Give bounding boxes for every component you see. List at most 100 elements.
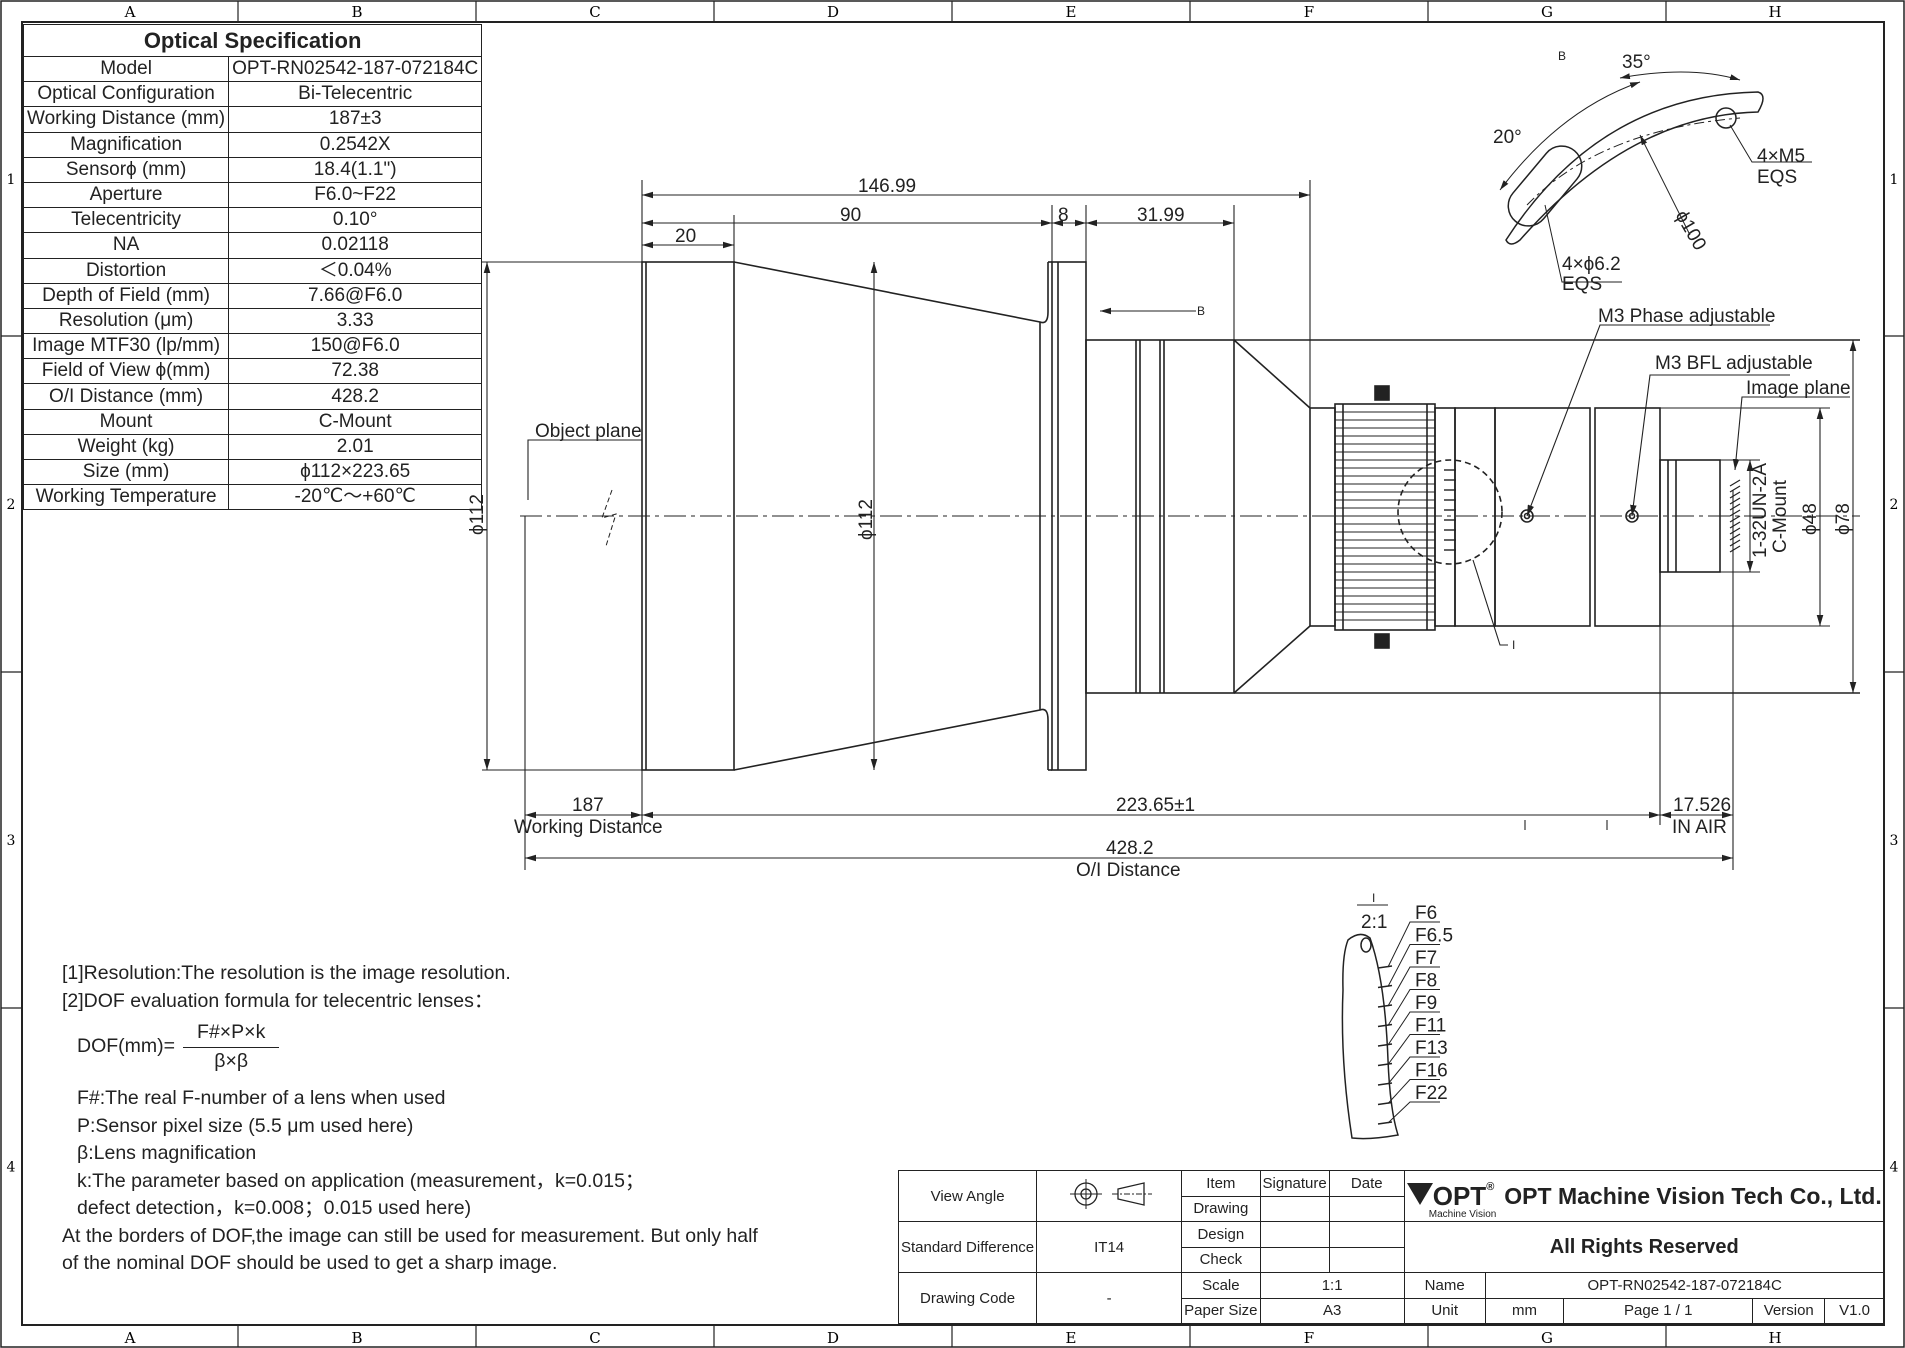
std-diff-label: Standard Difference xyxy=(897,1221,1038,1273)
spec-row: Field of View ϕ(mm)72.38 xyxy=(22,358,483,385)
eqs-label-1: EQS xyxy=(1757,167,1797,188)
spec-row: Size (mm)ϕ112×223.65 xyxy=(22,458,483,486)
spec-row: O/I Distance (mm)428.2 xyxy=(22,383,483,410)
notes: [1]Resolution:The resolution is the imag… xyxy=(62,960,758,1278)
grid-col-bottom: H xyxy=(1768,1329,1781,1347)
grid-row-left: 2 xyxy=(7,497,16,513)
dim-31-99: 31.99 xyxy=(1137,205,1185,226)
spec-row: Working Temperature-20℃～+60℃ xyxy=(22,484,483,511)
spec-row: Distortion＜0.04% xyxy=(22,257,483,284)
dim-90: 90 xyxy=(840,205,861,226)
grid-col-top: A xyxy=(124,3,136,21)
check-label: Check xyxy=(1181,1246,1261,1273)
detail-i-aperture-scale xyxy=(1341,904,1440,1140)
holes-6-2-label: 4×ϕ6.2 xyxy=(1562,254,1621,275)
grid-col-top: C xyxy=(589,3,600,21)
note-f: F#:The real F-number of a lens when used xyxy=(77,1087,446,1109)
grid-col-bottom: G xyxy=(1541,1329,1553,1347)
spec-key: Model xyxy=(22,55,230,83)
spec-key: Optical Configuration xyxy=(22,81,230,108)
thread-label: 1-32UN-2A xyxy=(1750,463,1771,558)
spec-key: Mount xyxy=(22,408,230,435)
signature-label: Signature xyxy=(1259,1170,1330,1197)
spec-value: OPT-RN02542-187-072184C xyxy=(228,55,483,83)
spec-key: O/I Distance (mm) xyxy=(22,383,230,410)
grid-row-right: 1 xyxy=(1890,172,1899,188)
detail-scale: 2:1 xyxy=(1361,912,1387,933)
section-b-view-label: B xyxy=(1558,49,1566,63)
spec-value: 2.01 xyxy=(228,433,483,461)
dim-length: 223.65±1 xyxy=(1116,795,1195,816)
grid-col-top: E xyxy=(1066,3,1077,21)
grid-row-right: 4 xyxy=(1890,1160,1899,1176)
scale-value: 1:1 xyxy=(1259,1272,1405,1299)
dim-working-distance: 187 xyxy=(572,795,604,816)
grid-col-bottom: B xyxy=(351,1329,362,1347)
detail-i-marker: I xyxy=(1512,638,1515,652)
spec-row: Resolution (μm)3.33 xyxy=(22,307,483,335)
oi-distance-label: O/I Distance xyxy=(1076,860,1181,881)
design-label: Design xyxy=(1181,1221,1261,1248)
f-stop-label: F9 xyxy=(1415,993,1437,1014)
projection-icon xyxy=(1070,1179,1153,1209)
drawing-code-value: - xyxy=(1036,1272,1183,1324)
projection-symbol xyxy=(1036,1170,1183,1222)
angle-35: 35° xyxy=(1622,52,1651,73)
grid-row-left: 3 xyxy=(7,833,16,849)
spec-value: -20℃～+60℃ xyxy=(228,484,483,511)
company-name: OPT Machine Vision Tech Co., Ltd. xyxy=(1504,1182,1882,1209)
note-1: [1]Resolution:The resolution is the imag… xyxy=(62,962,511,984)
angle-20: 20° xyxy=(1493,127,1522,148)
grid-col-top: B xyxy=(351,3,362,21)
dof-denominator: β×β xyxy=(214,1049,249,1072)
grid-row-right: 3 xyxy=(1890,833,1899,849)
detail-view-label: I xyxy=(1372,891,1375,905)
spec-value: 7.66@F6.0 xyxy=(228,282,483,309)
phase-adjust-label: M3 Phase adjustable xyxy=(1598,306,1775,327)
unit-value: mm xyxy=(1484,1297,1565,1324)
spec-key: Depth of Field (mm) xyxy=(22,282,230,309)
dim-oi-distance: 428.2 xyxy=(1106,838,1154,859)
scale-label: Scale xyxy=(1181,1272,1261,1299)
note-beta: β:Lens magnification xyxy=(77,1142,257,1164)
opt-logo-icon xyxy=(1406,1182,1433,1205)
grid-col-bottom: F xyxy=(1304,1329,1314,1347)
spec-title: Optical Specification xyxy=(22,24,483,57)
section-b-view xyxy=(1499,71,1812,283)
spec-row: Sensorϕ (mm)18.4(1.1") xyxy=(22,156,483,183)
spec-value: 150@F6.0 xyxy=(228,333,483,360)
rights-reserved: All Rights Reserved xyxy=(1403,1221,1885,1273)
dim-20: 20 xyxy=(675,226,696,247)
spec-key: NA xyxy=(22,232,230,259)
spec-row: Image MTF30 (lp/mm)150@F6.0 xyxy=(22,333,483,360)
spec-key: Sensorϕ (mm) xyxy=(22,156,230,183)
spec-key: Resolution (μm) xyxy=(22,307,230,335)
spec-key: Working Distance (mm) xyxy=(22,106,230,133)
spec-value: 18.4(1.1") xyxy=(228,156,483,183)
spec-row: Depth of Field (mm)7.66@F6.0 xyxy=(22,282,483,309)
spec-value: ϕ112×223.65 xyxy=(228,458,483,486)
m5-holes-label: 4×M5 xyxy=(1757,146,1805,167)
note-l1: At the borders of DOF,the image can stil… xyxy=(62,1224,758,1247)
std-diff-value: IT14 xyxy=(1036,1221,1183,1273)
item-label: Item xyxy=(1181,1170,1261,1197)
note-l2: of the nominal DOF should be used to get… xyxy=(62,1252,558,1274)
dim-phi78: ϕ78 xyxy=(1833,503,1854,535)
grid-col-top: F xyxy=(1304,3,1314,21)
grid-row-left: 4 xyxy=(7,1160,16,1176)
spec-key: Image MTF30 (lp/mm) xyxy=(22,333,230,360)
version-label: Version xyxy=(1752,1297,1826,1324)
grid-row-right: 2 xyxy=(1890,497,1899,513)
spec-value: C-Mount xyxy=(228,408,483,435)
paper-size-label: Paper Size xyxy=(1181,1297,1261,1324)
